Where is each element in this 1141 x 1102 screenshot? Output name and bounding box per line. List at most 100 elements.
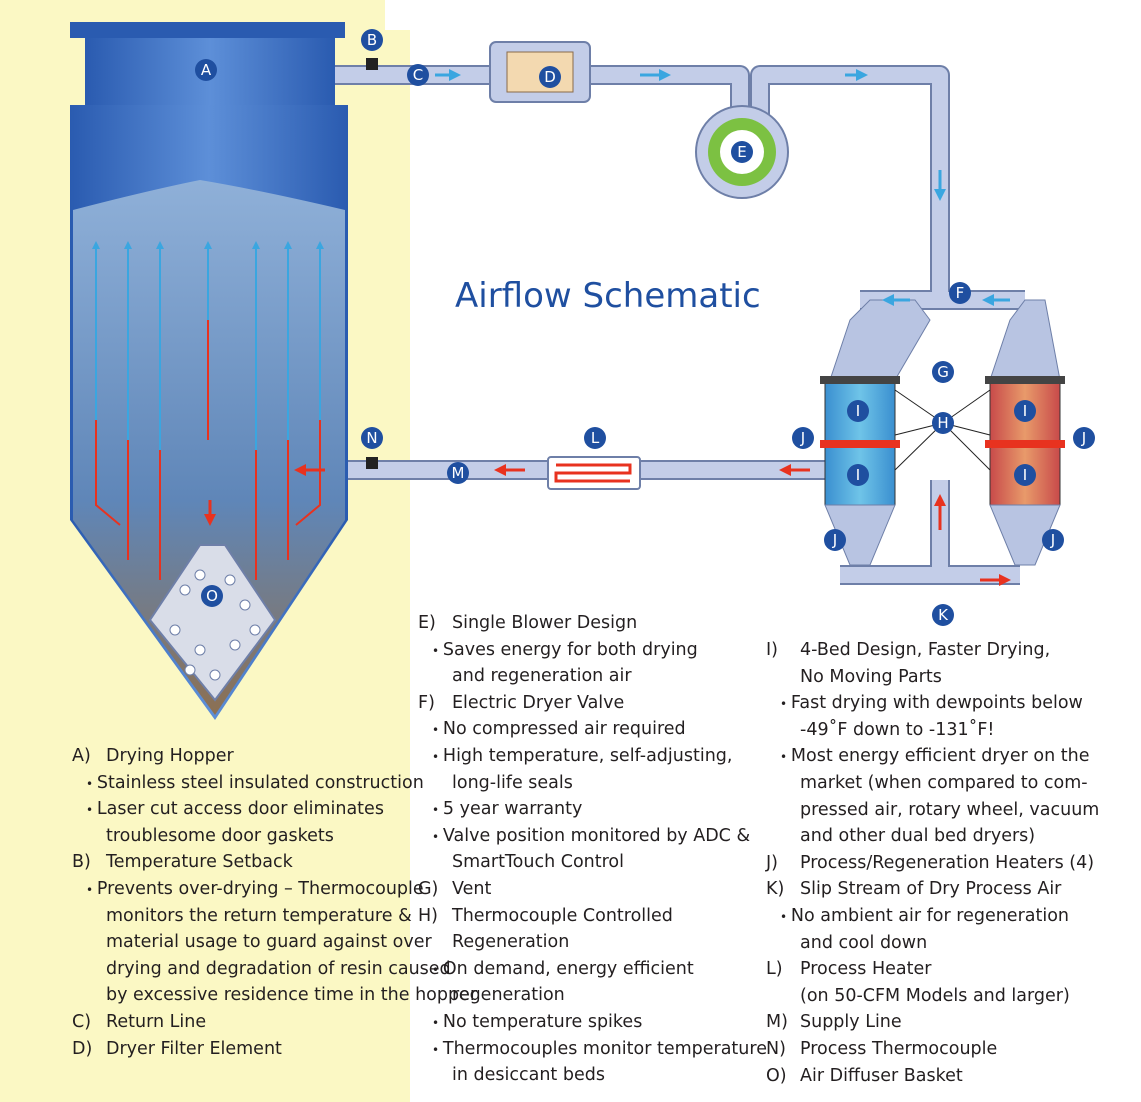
legend-line: SmartTouch Control xyxy=(418,849,767,876)
legend-text: No temperature spikes xyxy=(442,1011,643,1032)
legend-line: Regeneration xyxy=(418,929,767,956)
legend-heading: F)Electric Dryer Valve xyxy=(418,690,767,717)
legend-text: SmartTouch Control xyxy=(452,852,624,873)
legend-line: by excessive residence time in the hoppe… xyxy=(72,982,477,1009)
legend-key: B) xyxy=(72,852,91,873)
marker-K: K xyxy=(932,604,954,626)
diagram-title: Airflow Schematic xyxy=(455,276,761,316)
legend-text: and cool down xyxy=(800,932,928,953)
legend-line: Valve position monitored by ADC & xyxy=(418,823,767,850)
legend-key: D) xyxy=(72,1038,93,1059)
svg-text:I: I xyxy=(856,402,860,420)
legend-heading: J) Process/Regeneration Heaters (4) xyxy=(766,850,1099,877)
legend-text: monitors the return temperature & xyxy=(106,905,412,926)
marker-labels: A B C D E F G H I I I I J J J J K L M N … xyxy=(195,29,1095,626)
legend-text: Process/Regeneration Heaters (4) xyxy=(800,852,1095,873)
legend-line: No compressed air required xyxy=(418,716,767,743)
legend-heading: D) Dryer Filter Element xyxy=(72,1036,477,1063)
marker-I: I xyxy=(1014,464,1036,486)
legend-text: (on 50-CFM Models and larger) xyxy=(800,985,1070,1006)
legend-line: Thermocouples monitor temperature xyxy=(418,1036,767,1063)
marker-D: D xyxy=(539,66,561,88)
legend-text: Thermocouples monitor temperature xyxy=(442,1038,767,1059)
svg-text:J: J xyxy=(800,429,805,447)
legend-line: regeneration xyxy=(418,982,767,1009)
marker-I: I xyxy=(1014,400,1036,422)
legend-line: and regeneration air xyxy=(418,663,767,690)
legend-key: M) xyxy=(766,1012,788,1033)
svg-text:J: J xyxy=(832,531,837,549)
legend-text: High temperature, self-adjusting, xyxy=(442,745,733,766)
legend-text: Dryer Filter Element xyxy=(106,1038,282,1059)
marker-J: J xyxy=(824,529,846,551)
legend-text: Process Heater xyxy=(800,959,932,980)
legend-text: market (when compared to com- xyxy=(800,772,1088,793)
legend-key: J) xyxy=(766,852,778,873)
svg-text:L: L xyxy=(591,429,600,447)
legend-line: and other dual bed dryers) xyxy=(766,823,1099,850)
legend-text: -49˚F down to -131˚F! xyxy=(800,719,995,740)
marker-I: I xyxy=(847,400,869,422)
legend-text: and regeneration air xyxy=(452,666,632,687)
svg-text:J: J xyxy=(1081,429,1086,447)
svg-text:M: M xyxy=(452,464,465,482)
legend-line: drying and degradation of resin caused xyxy=(72,956,477,983)
legend-column-1: A)Drying HopperStainless steel insulated… xyxy=(72,743,477,1062)
legend-line: On demand, energy efficient xyxy=(418,956,767,983)
drying-hopper xyxy=(70,22,348,720)
legend-text: Fast drying with dewpoints below xyxy=(790,693,1083,714)
marker-L: L xyxy=(584,427,606,449)
legend-line: Prevents over-drying – Thermocouple xyxy=(72,876,477,903)
legend-text: No ambient air for regeneration xyxy=(790,905,1070,926)
legend-line: market (when compared to com- xyxy=(766,770,1099,797)
legend-line: High temperature, self-adjusting, xyxy=(418,743,767,770)
legend-key: N) xyxy=(766,1038,786,1059)
legend-text: Valve position monitored by ADC & xyxy=(442,825,751,846)
marker-B: B xyxy=(361,29,383,51)
air-diffuser-basket xyxy=(148,544,277,702)
legend-line: Saves energy for both drying xyxy=(418,637,767,664)
legend-column-2: E) Single Blower DesignSaves energy for b… xyxy=(418,610,767,1089)
legend-heading: C)Return Line xyxy=(72,1009,477,1036)
legend-text: On demand, energy efficient xyxy=(442,958,694,979)
legend-heading: M)Supply Line xyxy=(766,1009,1099,1036)
legend-column-3: I)4-Bed Design, Faster Drying,No Moving … xyxy=(766,637,1099,1089)
legend-line: No temperature spikes xyxy=(418,1009,767,1036)
svg-text:E: E xyxy=(737,143,746,161)
legend-line: Fast drying with dewpoints below xyxy=(766,690,1099,717)
legend-heading: G)Vent xyxy=(418,876,767,903)
legend-line: 5 year warranty xyxy=(418,796,767,823)
legend-heading: O)Air Diffuser Basket xyxy=(766,1063,1099,1090)
marker-H: H xyxy=(932,412,954,434)
legend-heading: K)Slip Stream of Dry Process Air xyxy=(766,876,1099,903)
svg-text:I: I xyxy=(1023,402,1027,420)
legend-line: long-life seals xyxy=(418,770,767,797)
legend-text: material usage to guard against over xyxy=(106,932,432,953)
legend-text: Electric Dryer Valve xyxy=(452,692,625,713)
legend-text: Prevents over-drying – Thermocouple xyxy=(96,878,424,899)
legend-text: Single Blower Design xyxy=(452,613,638,633)
legend-text: Laser cut access door eliminates xyxy=(96,799,384,820)
legend-line: in desiccant beds xyxy=(418,1062,767,1089)
svg-text:C: C xyxy=(413,66,423,84)
legend-text: Stainless steel insulated construction xyxy=(96,772,424,793)
svg-text:B: B xyxy=(367,31,377,49)
legend-line: pressed air, rotary wheel, vacuum xyxy=(766,797,1099,824)
legend-key: E) xyxy=(418,613,436,633)
legend-key: H) xyxy=(418,905,438,926)
legend-line: -49˚F down to -131˚F! xyxy=(766,717,1099,744)
svg-text:H: H xyxy=(937,414,948,432)
legend-text: regeneration xyxy=(452,985,565,1006)
legend-key: O) xyxy=(766,1065,787,1086)
legend-line: troublesome door gaskets xyxy=(72,823,477,850)
legend-text: 4-Bed Design, Faster Drying, xyxy=(800,640,1051,660)
legend-text: Thermocouple Controlled xyxy=(452,905,673,926)
legend-line: No ambient air for regeneration xyxy=(766,903,1099,930)
marker-I: I xyxy=(847,464,869,486)
legend-text: long-life seals xyxy=(452,772,573,793)
legend-heading: E) Single Blower Design xyxy=(418,610,767,637)
svg-text:F: F xyxy=(956,284,965,302)
marker-F: F xyxy=(949,282,971,304)
legend-key: C) xyxy=(72,1011,92,1032)
legend-line: monitors the return temperature & xyxy=(72,903,477,930)
